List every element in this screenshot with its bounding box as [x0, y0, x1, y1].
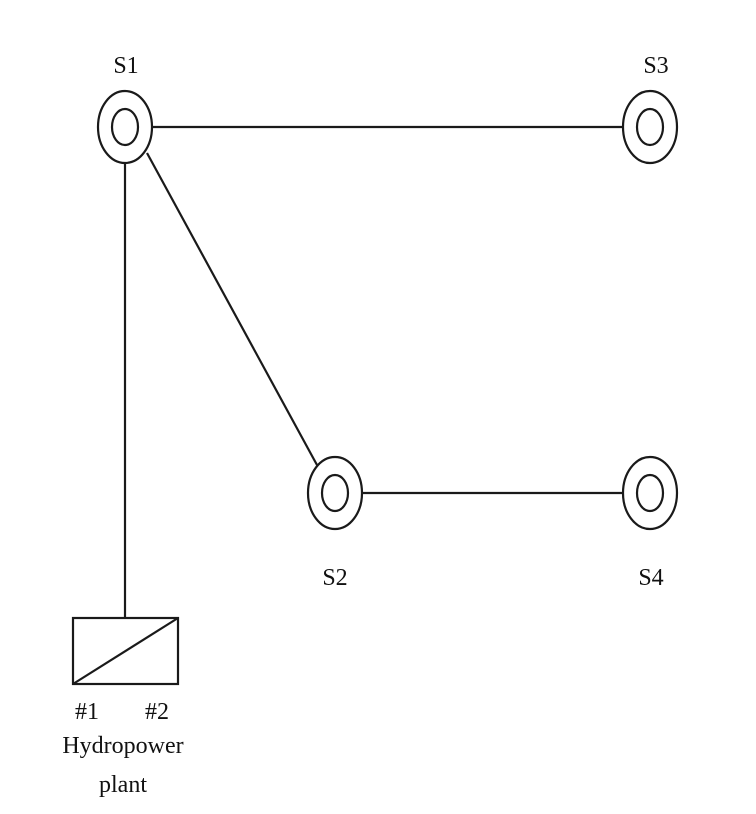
- substation-s4-inner-ring: [635, 473, 665, 513]
- line-s1-s2: [146, 152, 318, 466]
- label-s1: S1: [113, 53, 138, 79]
- plant-diagonal: [72, 617, 179, 685]
- substation-s4[interactable]: [621, 455, 679, 531]
- plant-box: [71, 616, 180, 686]
- plant-name-line-1: Hydropower: [62, 733, 183, 759]
- substation-s1[interactable]: [96, 89, 154, 165]
- substation-s2-inner-ring: [320, 473, 350, 513]
- substation-s3[interactable]: [621, 89, 679, 165]
- plant-name-line-2: plant: [99, 772, 147, 798]
- substation-s2[interactable]: [306, 455, 364, 531]
- label-s3: S3: [643, 53, 668, 79]
- label-s2: S2: [322, 565, 347, 591]
- label-s4: S4: [638, 565, 663, 591]
- hydropower-plant[interactable]: [71, 616, 180, 686]
- substation-s3-inner-ring: [635, 107, 665, 147]
- plant-unit-2-label: #2: [145, 699, 169, 725]
- substation-s1-inner-ring: [110, 107, 140, 147]
- plant-unit-1-label: #1: [75, 699, 99, 725]
